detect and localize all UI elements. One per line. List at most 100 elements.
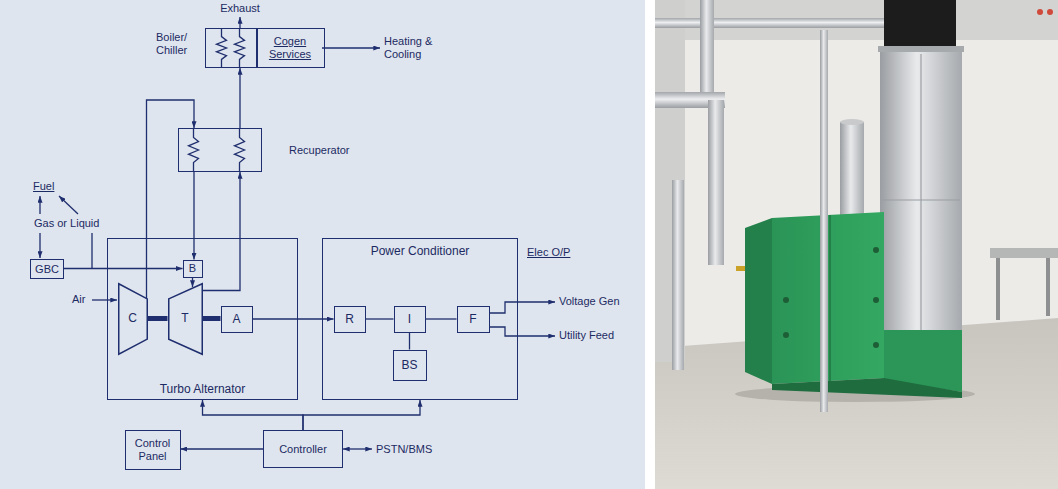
photo-chimney	[840, 122, 864, 222]
turbine-shape	[168, 283, 202, 354]
photo-bolt	[783, 297, 789, 303]
output-arrow	[322, 47, 380, 48]
fuel-type-label: Gas or Liquid	[34, 217, 99, 230]
alternator-box: A	[221, 306, 253, 333]
coil-layer	[206, 29, 257, 67]
fuel-label: Fuel	[33, 180, 54, 193]
flow-arrow	[64, 268, 183, 269]
control-panel-box: Control Panel	[125, 430, 181, 470]
flow-arrow	[426, 318, 457, 319]
fuel-arrow	[39, 233, 40, 258]
box-text: A	[230, 313, 242, 326]
fuel-bypass-line	[91, 233, 92, 269]
output-label: Heating & Cooling	[384, 35, 442, 61]
flow-arrow	[239, 68, 240, 128]
box-text: Control Panel	[126, 437, 180, 463]
photo-bench	[990, 248, 1058, 258]
photo-light	[1037, 9, 1043, 15]
controller-box: Controller	[263, 430, 343, 468]
output-arrow	[490, 327, 555, 336]
power-conditioner-box: Power ConditionerR I F BS	[322, 238, 518, 400]
photo-bolt	[873, 342, 879, 348]
flow-arrow	[303, 400, 420, 430]
photo-bolt	[873, 247, 879, 253]
photo-pipe	[655, 18, 895, 28]
photo-bench-leg	[1046, 258, 1050, 316]
coil-layer	[179, 129, 261, 171]
fuel-arrow	[39, 196, 40, 214]
fuel-label: Fuel	[33, 180, 54, 193]
link-label: PSTN/BMS	[376, 443, 432, 456]
recuperator-box: Recuperator	[178, 128, 262, 172]
flow-arrow	[193, 172, 194, 260]
box-text: BS	[399, 359, 419, 372]
box-text: C	[126, 312, 139, 325]
photo-pipe	[708, 100, 724, 265]
box-heading: Power Conditioner	[369, 245, 472, 258]
air-label: Air	[72, 293, 85, 306]
output-label: Heating & Cooling	[384, 35, 442, 61]
coil-symbol	[235, 29, 245, 67]
flow-arrow	[409, 333, 410, 350]
inverter-box: I	[394, 306, 426, 333]
box-text: Controller	[277, 443, 329, 456]
exhaust-label: Exhaust	[200, 2, 280, 15]
flow-arrow	[203, 172, 241, 291]
air-arrow	[92, 299, 117, 300]
air-label: Air	[72, 293, 85, 306]
box-text: GBC	[33, 263, 61, 276]
cogen-box: Cogen Services	[256, 28, 325, 68]
coil-symbol	[217, 29, 227, 67]
photo-pipe	[672, 180, 684, 370]
photo-bench-leg	[996, 258, 1000, 320]
output-label: Utility Feed	[559, 329, 614, 342]
exhaust-arrow	[239, 17, 240, 28]
photo-duct	[884, 0, 956, 50]
compressor-shape	[118, 283, 147, 354]
fuel-arrow	[59, 196, 78, 214]
rectifier-box: R	[334, 306, 366, 333]
coil-symbol	[189, 129, 199, 171]
turbine-shape: T	[168, 283, 203, 355]
box-text: F	[467, 313, 478, 326]
burner-box: B	[183, 260, 203, 278]
output-label: Voltage Gen	[559, 295, 620, 308]
link-arrow	[343, 448, 372, 449]
shaft-line	[203, 316, 221, 321]
photo-bolt	[783, 332, 789, 338]
output-label: Utility Feed	[559, 329, 614, 342]
fuel-type-label: Gas or Liquid	[34, 217, 99, 230]
compressor-shape: C	[118, 283, 148, 355]
photo-enclosure-side	[745, 218, 772, 384]
flow-arrow	[181, 448, 264, 449]
link-label: PSTN/BMS	[376, 443, 432, 456]
flow-arrow	[203, 400, 304, 430]
photo-flange	[878, 46, 964, 52]
photo-ceiling	[655, 0, 1058, 40]
flow-arrow	[192, 278, 193, 288]
heat-exchanger-box: Boiler/ Chiller	[205, 28, 258, 68]
coil-symbol	[235, 129, 245, 171]
box-text: B	[187, 262, 198, 275]
box-heading: Recuperator	[287, 144, 352, 157]
photo-seam	[882, 200, 960, 201]
exhaust-label: Exhaust	[200, 2, 280, 15]
photo-enclosure-edge	[829, 215, 831, 381]
flow-arrow	[366, 318, 394, 319]
turbo-alternator-box: Turbo Alternator B C T A	[107, 238, 298, 400]
photo-pole	[820, 30, 828, 412]
photo-wall	[655, 0, 1058, 489]
output-arrow	[490, 302, 555, 313]
box-heading: Turbo Alternator	[158, 383, 248, 396]
filter-box: F	[457, 306, 490, 333]
photo-light	[1047, 9, 1053, 15]
shaft-line	[148, 316, 168, 321]
photo-cabinet	[880, 52, 962, 350]
output-heading: Elec O/P	[527, 246, 570, 259]
output-heading: Elec O/P	[527, 246, 570, 259]
battery-box: BS	[393, 350, 427, 381]
box-text: I	[406, 313, 413, 326]
photo-bolt	[873, 297, 879, 303]
